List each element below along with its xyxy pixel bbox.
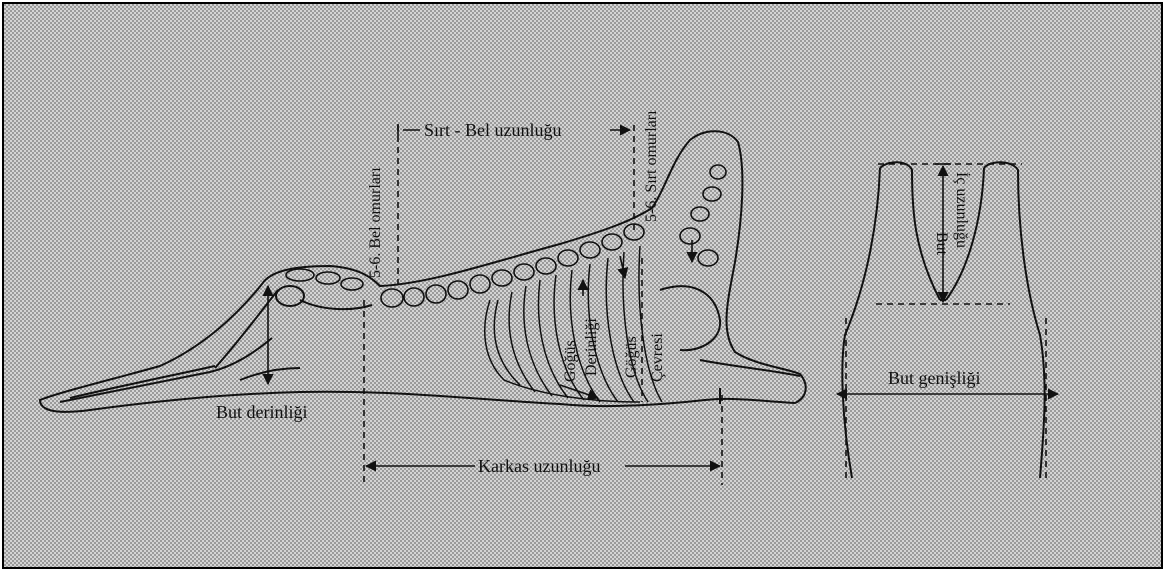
label-but-ic-uzunlugu-line1: But bbox=[933, 232, 950, 256]
label-karkas-uzunlugu: Karkas uzunluğu bbox=[478, 456, 600, 476]
label-sirt-omurlari: 5-6. Sırt omurları bbox=[643, 110, 660, 222]
label-bel-omurlari: 5-6. Bel omurları bbox=[367, 167, 384, 278]
label-but-ic-uzunlugu-line2: İç uzunluğu bbox=[953, 172, 971, 248]
label-but-derinligi: But derinliği bbox=[216, 402, 308, 422]
label-gogus-derinligi-line1: Göğüs bbox=[562, 340, 579, 382]
label-but-genisligi: But genişliği bbox=[888, 368, 981, 388]
label-sirt-bel-uzunlugu: Sırt - Bel uzunluğu bbox=[424, 120, 562, 140]
label-gogus-derinligi-line2: Derinliği bbox=[583, 318, 600, 376]
label-gogus-cevresi-line2: Çevresi bbox=[649, 333, 666, 382]
label-gogus-cevresi-line1: Göğüs bbox=[623, 336, 640, 378]
